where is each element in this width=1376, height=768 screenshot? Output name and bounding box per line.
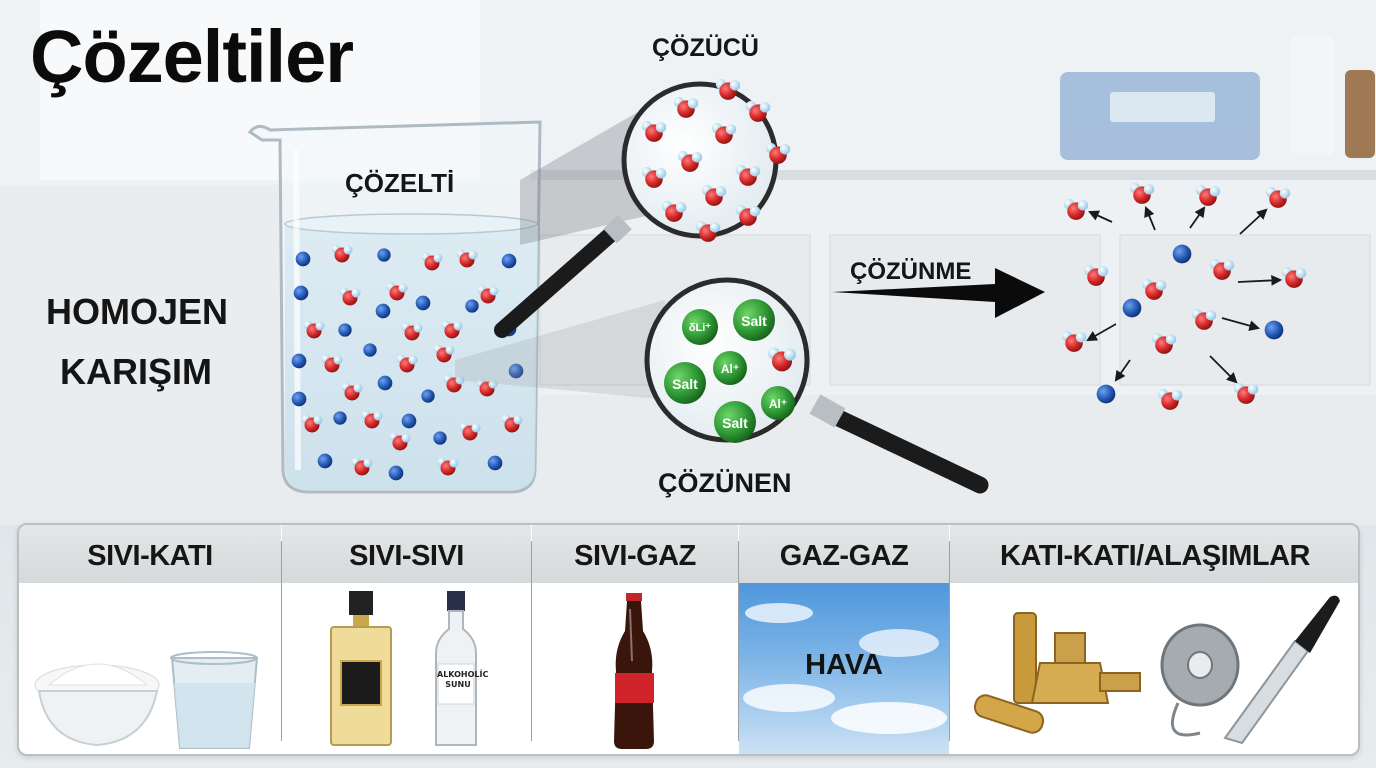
dispersed-particles xyxy=(1061,182,1307,410)
category-divider xyxy=(738,541,739,741)
lab-device-blur xyxy=(1060,72,1260,160)
sky-clouds-icon xyxy=(743,603,947,734)
solute-particle-label: δLi⁺ xyxy=(689,322,711,334)
alloys-icon xyxy=(973,595,1340,745)
category-gas-gas: GAZ-GAZ HAVA xyxy=(739,525,949,754)
category-liquid-liquid: SIVI-SIVI ALKOHOLİC SUNU xyxy=(282,525,531,754)
solvent-magnifier xyxy=(494,78,791,338)
dissolution-arrow xyxy=(832,268,1045,318)
solute-particle-label: Salt xyxy=(722,415,748,431)
solvent-label: ÇÖZÜCÜ xyxy=(652,34,759,62)
category-divider xyxy=(949,541,950,741)
solute-particle-labels: Salt Al⁺ Salt Al⁺ Salt δLi⁺ xyxy=(672,313,787,431)
category-title: KATI-KATI/ALAŞIMLAR xyxy=(950,525,1358,583)
category-divider xyxy=(281,541,282,741)
perfume-bottle-icon xyxy=(330,591,392,746)
homogeneous-label-line1: HOMOJEN xyxy=(46,291,229,332)
bottle-label: ALKOHOLİC SUNU xyxy=(437,670,489,689)
magnifier-beam-top xyxy=(520,105,650,245)
air-label: HAVA xyxy=(805,649,883,681)
category-title: SIVI-GAZ xyxy=(532,525,738,583)
solder-wire-spool-icon xyxy=(1160,623,1240,737)
dissolution-label: ÇÖZÜNME xyxy=(850,258,972,285)
category-title: SIVI-KATI xyxy=(19,525,281,583)
solute-particle-label: Al⁺ xyxy=(721,362,739,376)
alcohol-bottle-icon xyxy=(435,591,477,746)
magnifier-beam-bottom xyxy=(455,300,670,400)
category-solid-solid-alloys: KATI-KATI/ALAŞIMLAR xyxy=(950,525,1358,754)
category-liquid-solid: SIVI-KATI xyxy=(19,525,281,754)
homogeneous-mixture-label: HOMOJEN KARIŞIM xyxy=(46,282,228,402)
beaker xyxy=(247,120,542,494)
solute-particle-label: Salt xyxy=(672,376,698,392)
category-title: SIVI-SIVI xyxy=(282,525,531,583)
category-liquid-gas: SIVI-GAZ xyxy=(532,525,738,754)
category-divider xyxy=(531,541,532,741)
page-title: Çözeltiler xyxy=(30,15,354,98)
salt-and-water-icon xyxy=(34,651,259,749)
solute-label: ÇÖZÜNEN xyxy=(658,468,792,498)
brass-parts-icon xyxy=(973,612,1141,734)
solute-magnifier xyxy=(644,277,989,494)
homogeneous-label-line2: KARIŞIM xyxy=(60,351,212,392)
solute-particle-label: Al⁺ xyxy=(769,397,787,411)
solute-particle-label: Salt xyxy=(741,313,767,329)
kitchen-knife-icon xyxy=(1223,595,1340,745)
soda-bottle-icon xyxy=(614,593,654,749)
solution-diagram: Salt Al⁺ Salt Al⁺ Salt δLi⁺ xyxy=(247,78,1307,494)
category-title: GAZ-GAZ xyxy=(739,525,949,583)
solution-label: ÇÖZELTİ xyxy=(345,168,455,198)
solution-types-panel: SIVI-KATI SIVI-SIVI xyxy=(17,523,1360,756)
